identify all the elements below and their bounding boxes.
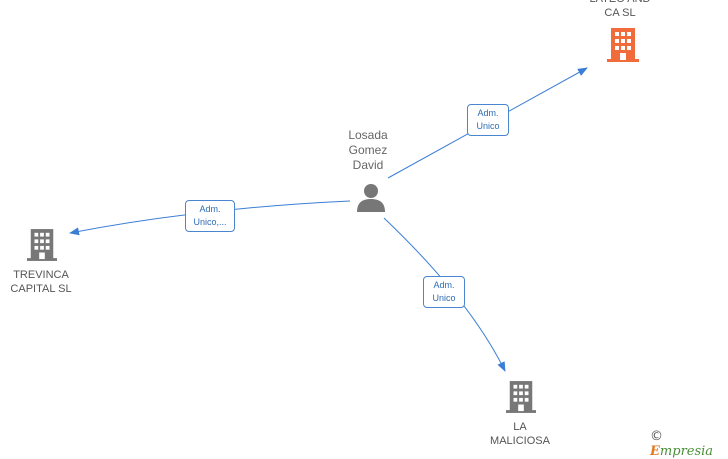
building-icon[interactable] [506, 380, 536, 414]
building-icon[interactable] [27, 228, 57, 262]
copyright-symbol: © [650, 429, 663, 444]
building-icon[interactable] [607, 28, 639, 62]
company-name-left[interactable]: TREVINCA CAPITAL SL [10, 269, 72, 295]
company-name-top[interactable]: LATEO AND CA SL [590, 0, 651, 19]
person-name[interactable]: Losada Gomez David [348, 128, 388, 172]
edge-label-left[interactable]: Adm. Unico,... [185, 200, 235, 232]
company-name-bottom[interactable]: LA MALICIOSA [490, 421, 550, 447]
person-icon[interactable] [356, 183, 386, 213]
empresia-logo: © Empresia [650, 429, 728, 459]
edge-label-bottom[interactable]: Adm. Unico [423, 276, 465, 308]
edge-label-top[interactable]: Adm. Unico [467, 104, 509, 136]
brand-name: mpresia [659, 444, 714, 459]
brand-initial: E [650, 444, 660, 459]
